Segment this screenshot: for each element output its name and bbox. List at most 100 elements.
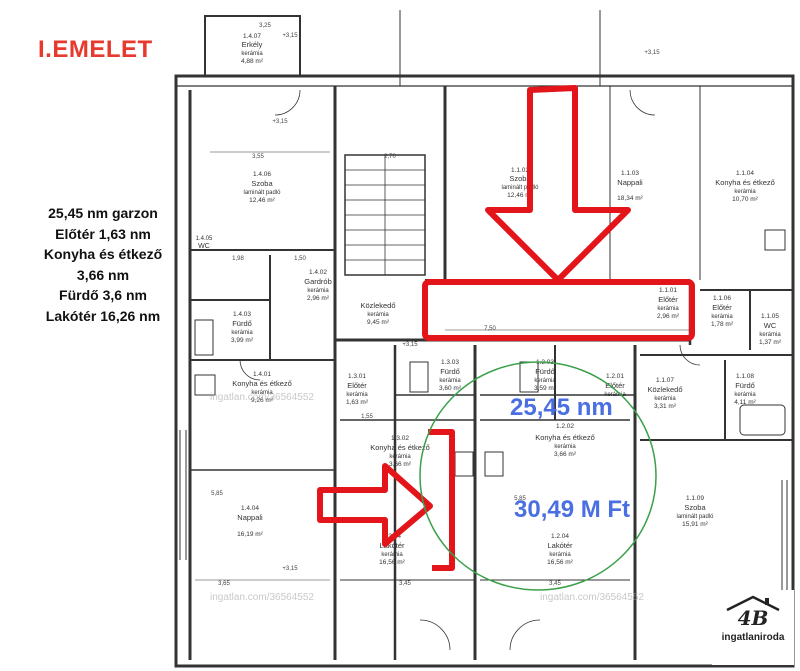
svg-text:1.3.02: 1.3.02	[391, 435, 409, 442]
svg-text:3,99 m²: 3,99 m²	[231, 337, 254, 344]
svg-text:12,46 m²: 12,46 m²	[507, 192, 533, 199]
svg-text:Konyha és étkező: Konyha és étkező	[232, 379, 292, 388]
svg-text:18,34 m²: 18,34 m²	[617, 195, 643, 202]
svg-text:laminált padló: laminált padló	[243, 190, 281, 196]
svg-text:1.1.03: 1.1.03	[621, 170, 639, 177]
svg-text:Konyha és étkező: Konyha és étkező	[715, 178, 775, 187]
svg-text:1.3.03: 1.3.03	[441, 359, 459, 366]
svg-text:Közlekedő: Közlekedő	[647, 385, 682, 394]
dimension-label: 2,70	[384, 154, 396, 160]
svg-text:Szoba: Szoba	[251, 179, 273, 188]
svg-text:1.1.07: 1.1.07	[656, 377, 674, 384]
svg-text:1.2.02: 1.2.02	[556, 423, 574, 430]
watermark: ingatlan.com/36564552	[210, 592, 314, 603]
svg-text:Fürdő: Fürdő	[440, 367, 460, 376]
unit-bracket	[428, 429, 455, 571]
svg-text:Gardrób: Gardrób	[304, 277, 332, 286]
dimension-label: 3,65	[218, 581, 230, 587]
agency-logo: 4B ingatlaniroda	[712, 590, 794, 665]
svg-text:Nappali: Nappali	[617, 178, 643, 187]
svg-text:kerámia: kerámia	[734, 392, 756, 398]
svg-text:1.1.09: 1.1.09	[686, 495, 704, 502]
svg-text:1.4.04: 1.4.04	[241, 505, 259, 512]
svg-text:Fürdő: Fürdő	[232, 319, 252, 328]
svg-text:Előtér: Előtér	[347, 381, 367, 390]
dimension-label: 3,45	[399, 581, 411, 587]
level-label: +3,15	[402, 342, 418, 348]
svg-text:1.1.01: 1.1.01	[659, 287, 677, 294]
svg-text:Szoba: Szoba	[509, 174, 531, 183]
svg-text:kerámia: kerámia	[759, 332, 781, 338]
svg-text:laminált padló: laminált padló	[676, 514, 714, 520]
svg-text:4,11 m²: 4,11 m²	[734, 399, 756, 406]
svg-text:1.3.01: 1.3.01	[348, 373, 366, 380]
logo-name: ingatlaniroda	[721, 632, 785, 643]
svg-text:1,63 m²: 1,63 m²	[346, 399, 369, 406]
summary-line: 3,66 nm	[76, 266, 130, 283]
svg-text:Konyha és étkező: Konyha és étkező	[535, 433, 595, 442]
svg-text:1.1.08: 1.1.08	[736, 373, 754, 380]
svg-text:WC: WC	[764, 321, 777, 330]
svg-text:3,66 m²: 3,66 m²	[389, 461, 412, 468]
svg-text:2,96 m²: 2,96 m²	[657, 313, 680, 320]
svg-text:kerámia: kerámia	[604, 392, 626, 398]
svg-text:2,96 m²: 2,96 m²	[307, 295, 330, 302]
svg-text:kerámia: kerámia	[241, 51, 263, 57]
right-arrow	[317, 463, 433, 547]
svg-text:kerámia: kerámia	[367, 312, 389, 318]
svg-text:Lakótér: Lakótér	[547, 541, 573, 550]
svg-text:kerámia: kerámia	[439, 378, 461, 384]
unit-circle	[419, 361, 657, 591]
dimension-label: 5,85	[514, 496, 526, 502]
svg-text:kerámia: kerámia	[389, 454, 411, 460]
dimension-label: 3,45	[549, 581, 561, 587]
svg-text:3,59 m²: 3,59 m²	[534, 385, 557, 392]
svg-text:kerámia: kerámia	[307, 288, 329, 294]
svg-text:1,37 m²: 1,37 m²	[759, 339, 782, 346]
svg-text:1.4.01: 1.4.01	[253, 371, 271, 378]
svg-text:9,26 m²: 9,26 m²	[251, 397, 274, 404]
price-label: 30,49 M Ft	[514, 496, 631, 523]
level-label: +3,15	[272, 119, 288, 125]
svg-text:kerámia: kerámia	[251, 390, 273, 396]
svg-text:3,31 m²: 3,31 m²	[654, 403, 677, 410]
svg-text:1.4.05: 1.4.05	[196, 236, 213, 242]
svg-text:Fürdő: Fürdő	[735, 381, 755, 390]
svg-text:1.1.04: 1.1.04	[736, 170, 754, 177]
svg-text:Előtér: Előtér	[605, 381, 625, 390]
svg-text:9,45 m²: 9,45 m²	[367, 319, 390, 326]
summary-line: Fürdő 3,6 nm	[59, 287, 147, 303]
svg-text:Lakótér: Lakótér	[379, 541, 405, 550]
dimension-label: 5,85	[211, 491, 223, 497]
svg-text:1.1.05: 1.1.05	[761, 313, 779, 320]
svg-text:16,56 m²: 16,56 m²	[379, 559, 405, 566]
watermark: ingatlan.com/36564552	[540, 592, 644, 603]
svg-text:kerámia: kerámia	[231, 330, 253, 336]
svg-text:10,70 m²: 10,70 m²	[732, 196, 758, 203]
svg-text:1,78 m²: 1,78 m²	[711, 321, 734, 328]
svg-text:kerámia: kerámia	[381, 552, 403, 558]
svg-text:16,56 m²: 16,56 m²	[547, 559, 573, 566]
balcony-outline	[204, 15, 301, 77]
summary-line: Előtér 1,63 nm	[55, 225, 151, 242]
svg-text:Szoba: Szoba	[684, 503, 706, 512]
